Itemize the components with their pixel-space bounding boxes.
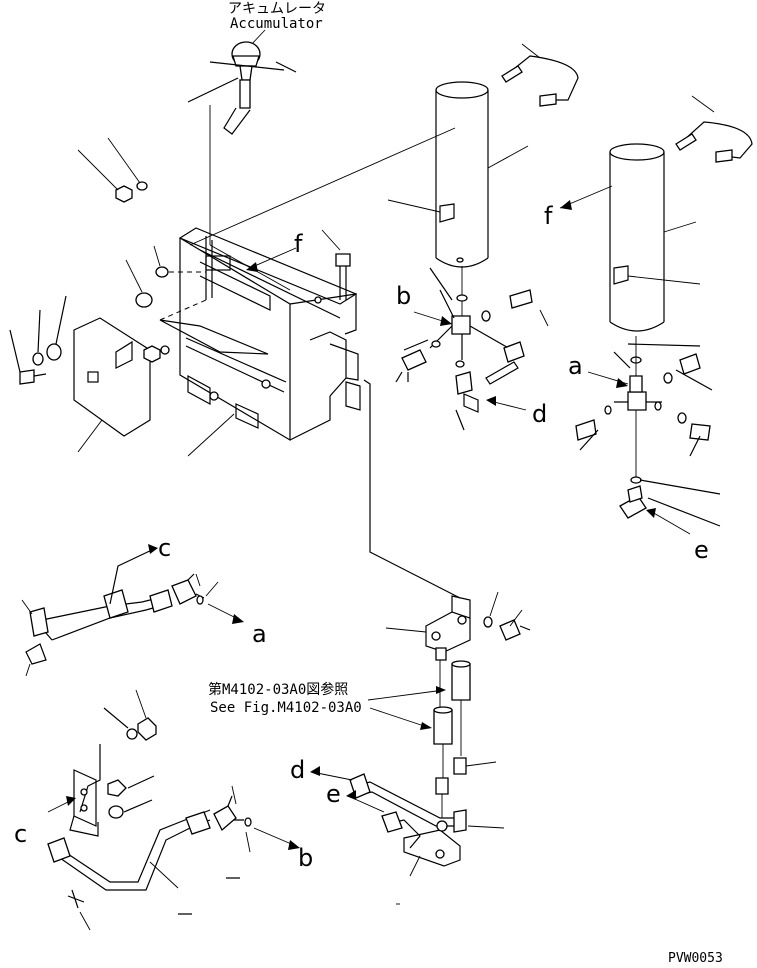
bolt	[321, 229, 351, 300]
callout-f-filter: f	[544, 202, 553, 230]
callout-d-hose: d	[290, 756, 305, 784]
callout-e-hose: e	[326, 780, 341, 808]
fasteners-left	[9, 137, 170, 385]
mounting-bracket	[159, 127, 456, 457]
hoses-d-e	[349, 773, 505, 905]
tube-route	[363, 379, 461, 599]
accumulator-label-jp: アキュムレータ	[228, 1, 326, 17]
callout-c-hose: c	[158, 534, 171, 562]
callout-b-lower: b	[298, 844, 313, 872]
filter-left	[387, 43, 579, 320]
accumulator-label-en: Accumulator	[230, 16, 323, 32]
hose-c-b	[47, 689, 300, 931]
callout-e-filter: e	[694, 536, 709, 564]
lower-block	[385, 591, 531, 818]
reference-label-en: See Fig.M4102-03A0	[210, 700, 362, 716]
tee-fitting-b	[395, 267, 549, 431]
callout-a-filter: a	[568, 352, 583, 380]
cover-plate	[73, 317, 151, 453]
callout-d-filter: d	[532, 400, 547, 428]
drawing-code: PVW0053	[668, 951, 723, 966]
reference-label-jp: 第M4102-03A0図参照	[208, 681, 348, 698]
callout-a-hose: a	[252, 620, 267, 648]
callout-f-bracket: f	[294, 230, 303, 258]
hose-c-a	[21, 544, 244, 677]
callout-b-filter: b	[396, 282, 411, 310]
tee-fitting-a	[575, 343, 721, 535]
accumulator: アキュムレータ Accumulator	[187, 1, 326, 245]
callout-c-lower: c	[14, 820, 27, 848]
